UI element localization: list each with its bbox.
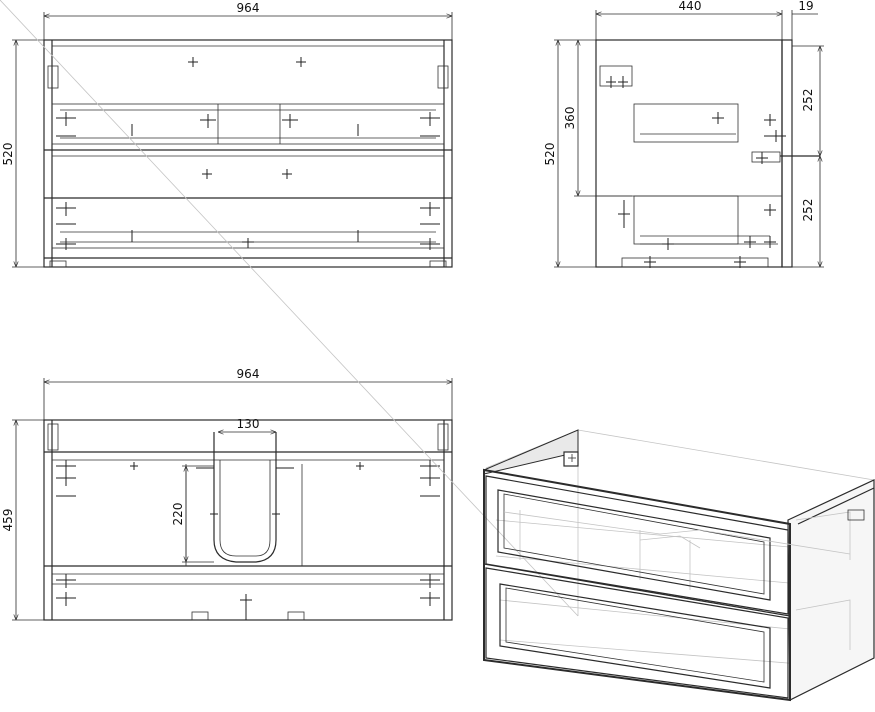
- side-drawer-top-dimension: 252: [801, 89, 815, 112]
- front-view: 964 520: [1, 1, 453, 268]
- top-view: 964 130 220 459: [1, 367, 453, 621]
- side-panel-dimension: 19: [798, 0, 813, 13]
- top-cutout-depth-dimension: 220: [171, 503, 185, 526]
- top-width-dimension: 964: [237, 367, 260, 381]
- side-upper-dimension: 360: [563, 107, 577, 130]
- side-view: 440 19 520 360 252 252: [543, 0, 824, 268]
- front-width-dimension: 964: [237, 1, 260, 15]
- mounting-hole-markers: [188, 57, 306, 179]
- top-cutout-width-dimension: 130: [237, 417, 260, 431]
- side-drawer-bottom-dimension: 252: [801, 199, 815, 222]
- front-height-dimension: 520: [1, 143, 15, 166]
- side-depth-dimension: 440: [679, 0, 702, 13]
- side-height-dimension: 520: [543, 143, 557, 166]
- top-depth-dimension: 459: [1, 509, 15, 532]
